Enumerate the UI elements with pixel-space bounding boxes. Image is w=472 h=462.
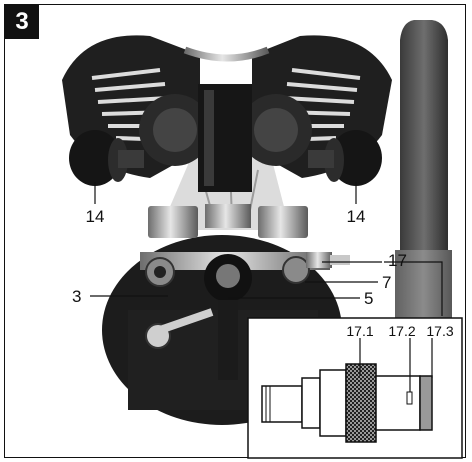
label-14-left: 14 [86, 207, 105, 226]
pressure-regulator [204, 254, 252, 380]
motor-block [198, 84, 252, 192]
label-17-2: 17.2 [388, 323, 415, 339]
air-hose [395, 20, 452, 330]
figure-number-badge: 3 [5, 5, 39, 39]
knurled-sleeve [345, 363, 377, 443]
air-filter-right [308, 130, 382, 186]
label-5: 5 [364, 289, 373, 308]
label-17-3: 17.3 [426, 323, 453, 339]
label-3: 3 [72, 287, 81, 306]
quick-coupling-drawing [261, 363, 433, 443]
gauges [148, 204, 308, 238]
leader-lines [90, 182, 443, 316]
figure-frame [4, 4, 466, 458]
label-17: 17 [388, 251, 407, 270]
label-14-right: 14 [347, 207, 366, 226]
locking-ball [406, 391, 413, 405]
label-7: 7 [382, 273, 391, 292]
connecting-tube [183, 46, 270, 62]
air-filter-left [69, 130, 144, 186]
inset-box [247, 317, 463, 459]
drain-fitting [145, 308, 214, 349]
coupling-ring [419, 375, 433, 431]
label-17-1: 17.1 [346, 323, 373, 339]
